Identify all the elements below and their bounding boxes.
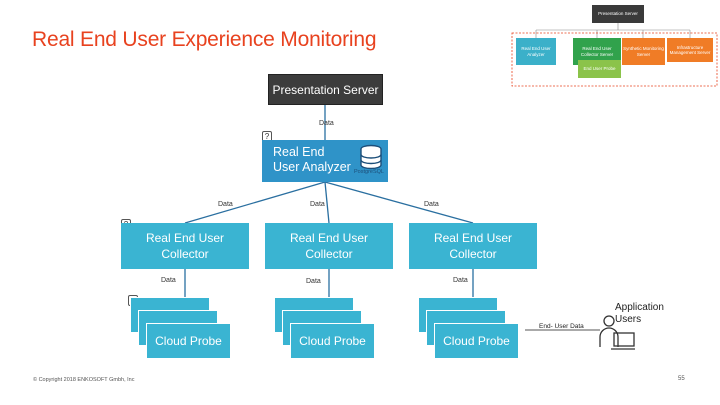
probe-node: Cloud Probe xyxy=(146,323,231,359)
edge-analyzer-collector-1 xyxy=(184,181,326,224)
edge-label-analyzer-collector-1: Data xyxy=(218,201,233,208)
page-number: 55 xyxy=(678,376,685,382)
probe-node: Cloud Probe xyxy=(290,323,375,359)
analyzer-label: Real End User Analyzer xyxy=(273,145,351,174)
copyright-text: © Copyright 2018 ENKOSOFT Gmbh, Inc xyxy=(33,377,135,383)
user-at-computer-icon xyxy=(597,313,637,360)
mini-node-synthetic: Synthetic Monitoring Server xyxy=(622,38,665,65)
database-icon xyxy=(358,144,384,175)
page-title: Real End User Experience Monitoring xyxy=(32,28,377,51)
presentation-server-node: Presentation Server xyxy=(268,74,383,105)
collector-node: Real End User Collector xyxy=(121,223,249,269)
mini-node-infrastructure: Infrastructure Management Server xyxy=(667,38,713,62)
edge-label-analyzer-collector-3: Data xyxy=(424,201,439,208)
edge-label-users-probe: End- User Data xyxy=(539,323,584,330)
mini-node-analyzer: Real End User Analyzer xyxy=(516,38,556,65)
edge-label-server-analyzer: Data xyxy=(319,120,334,127)
edge-label-collector-probe-1: Data xyxy=(161,277,176,284)
probe-stack: Cloud Probe xyxy=(418,297,519,359)
edge-label-collector-probe-3: Data xyxy=(453,277,468,284)
database-label: PostgreSQL xyxy=(354,169,384,175)
probe-stack: Cloud Probe xyxy=(274,297,375,359)
collector-node: Real End User Collector xyxy=(265,223,393,269)
edge-analyzer-collector-2 xyxy=(324,181,330,224)
application-users-label: Application Users xyxy=(615,302,664,325)
mini-highlight-frame xyxy=(511,32,718,87)
mini-root-node: Presentation Server xyxy=(592,5,644,23)
edge-label-analyzer-collector-2: Data xyxy=(310,201,325,208)
edge-analyzer-collector-3 xyxy=(324,181,474,224)
edge-label-collector-probe-2: Data xyxy=(306,278,321,285)
probe-node: Cloud Probe xyxy=(434,323,519,359)
mini-connectors xyxy=(535,23,691,38)
probe-stack: Cloud Probe xyxy=(130,297,231,359)
mini-node-probe: End User Probe xyxy=(578,60,621,78)
collector-node: Real End User Collector xyxy=(409,223,537,269)
